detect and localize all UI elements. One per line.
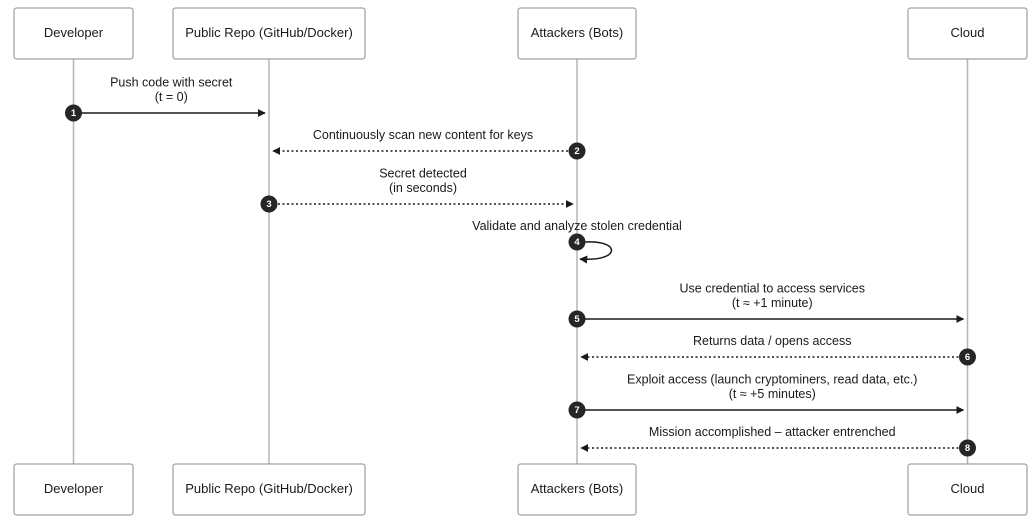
step-number: 1 (71, 108, 77, 119)
actor-box (13, 463, 134, 516)
step-badge (959, 348, 976, 366)
step-number: 8 (965, 443, 970, 454)
actor-attackers-bottom: Attackers (Bots) (517, 463, 637, 516)
message-label: Push code with secret (110, 76, 233, 90)
actor-label: Developer (44, 481, 104, 496)
actor-box (907, 463, 1028, 516)
actor-repo-bottom: Public Repo (GitHub/Docker) (172, 463, 366, 516)
message-6: Returns data / opens access 6 (580, 334, 976, 366)
actor-box (517, 463, 637, 516)
step-number: 3 (266, 199, 271, 210)
step-number: 2 (574, 146, 579, 157)
message-label: Returns data / opens access (693, 334, 851, 348)
actor-cloud-bottom: Cloud (907, 463, 1028, 516)
step-number: 6 (965, 352, 970, 363)
step-badge (260, 195, 278, 213)
actor-box (172, 463, 366, 516)
message-label: Secret detected (379, 167, 467, 181)
step-badge (568, 233, 586, 251)
actor-label: Public Repo (GitHub/Docker) (185, 25, 353, 40)
actor-attackers-top: Attackers (Bots) (517, 7, 637, 60)
message-label: (t = 0) (155, 90, 188, 104)
actor-label: Attackers (Bots) (531, 25, 623, 40)
step-badge (65, 104, 82, 122)
message-8: Mission accomplished – attacker entrench… (580, 425, 976, 457)
actor-label: Developer (44, 25, 104, 40)
message-5: Use credential to access services(t ≈ +1… (568, 282, 965, 328)
message-label: Exploit access (launch cryptominers, rea… (627, 373, 917, 387)
message-label: (in seconds) (389, 181, 457, 195)
actor-box (172, 7, 366, 60)
actor-box (13, 7, 134, 60)
message-label: (t ≈ +1 minute) (732, 296, 813, 310)
step-badge (568, 310, 586, 328)
step-badge (568, 401, 586, 419)
message-1: Push code with secret(t = 0) 1 (65, 76, 266, 122)
actor-repo-top: Public Repo (GitHub/Docker) (172, 7, 366, 60)
step-number: 7 (574, 405, 579, 416)
message-4: Validate and analyze stolen credential 4 (472, 219, 682, 264)
actor-box (517, 7, 637, 60)
message-label: Mission accomplished – attacker entrench… (649, 425, 896, 439)
message-label: Validate and analyze stolen credential (472, 219, 682, 233)
actor-developer-top: Developer (13, 7, 134, 60)
message-label: Continuously scan new content for keys (313, 128, 533, 142)
step-badge (959, 439, 976, 457)
message-3: Secret detected(in seconds) 3 (260, 167, 574, 213)
message-label: (t ≈ +5 minutes) (729, 387, 816, 401)
step-number: 4 (574, 237, 580, 248)
actor-developer-bottom: Developer (13, 463, 134, 516)
step-number: 5 (574, 314, 580, 325)
actor-box (907, 7, 1028, 60)
actor-label: Public Repo (GitHub/Docker) (185, 481, 353, 496)
actor-label: Attackers (Bots) (531, 481, 623, 496)
message-2: Continuously scan new content for keys 2 (272, 128, 586, 160)
actor-label: Cloud (951, 481, 985, 496)
actor-label: Cloud (951, 25, 985, 40)
actor-cloud-top: Cloud (907, 7, 1028, 60)
message-7: Exploit access (launch cryptominers, rea… (568, 373, 965, 419)
message-arrow (579, 241, 613, 264)
step-badge (568, 142, 586, 160)
message-label: Use credential to access services (680, 282, 866, 296)
